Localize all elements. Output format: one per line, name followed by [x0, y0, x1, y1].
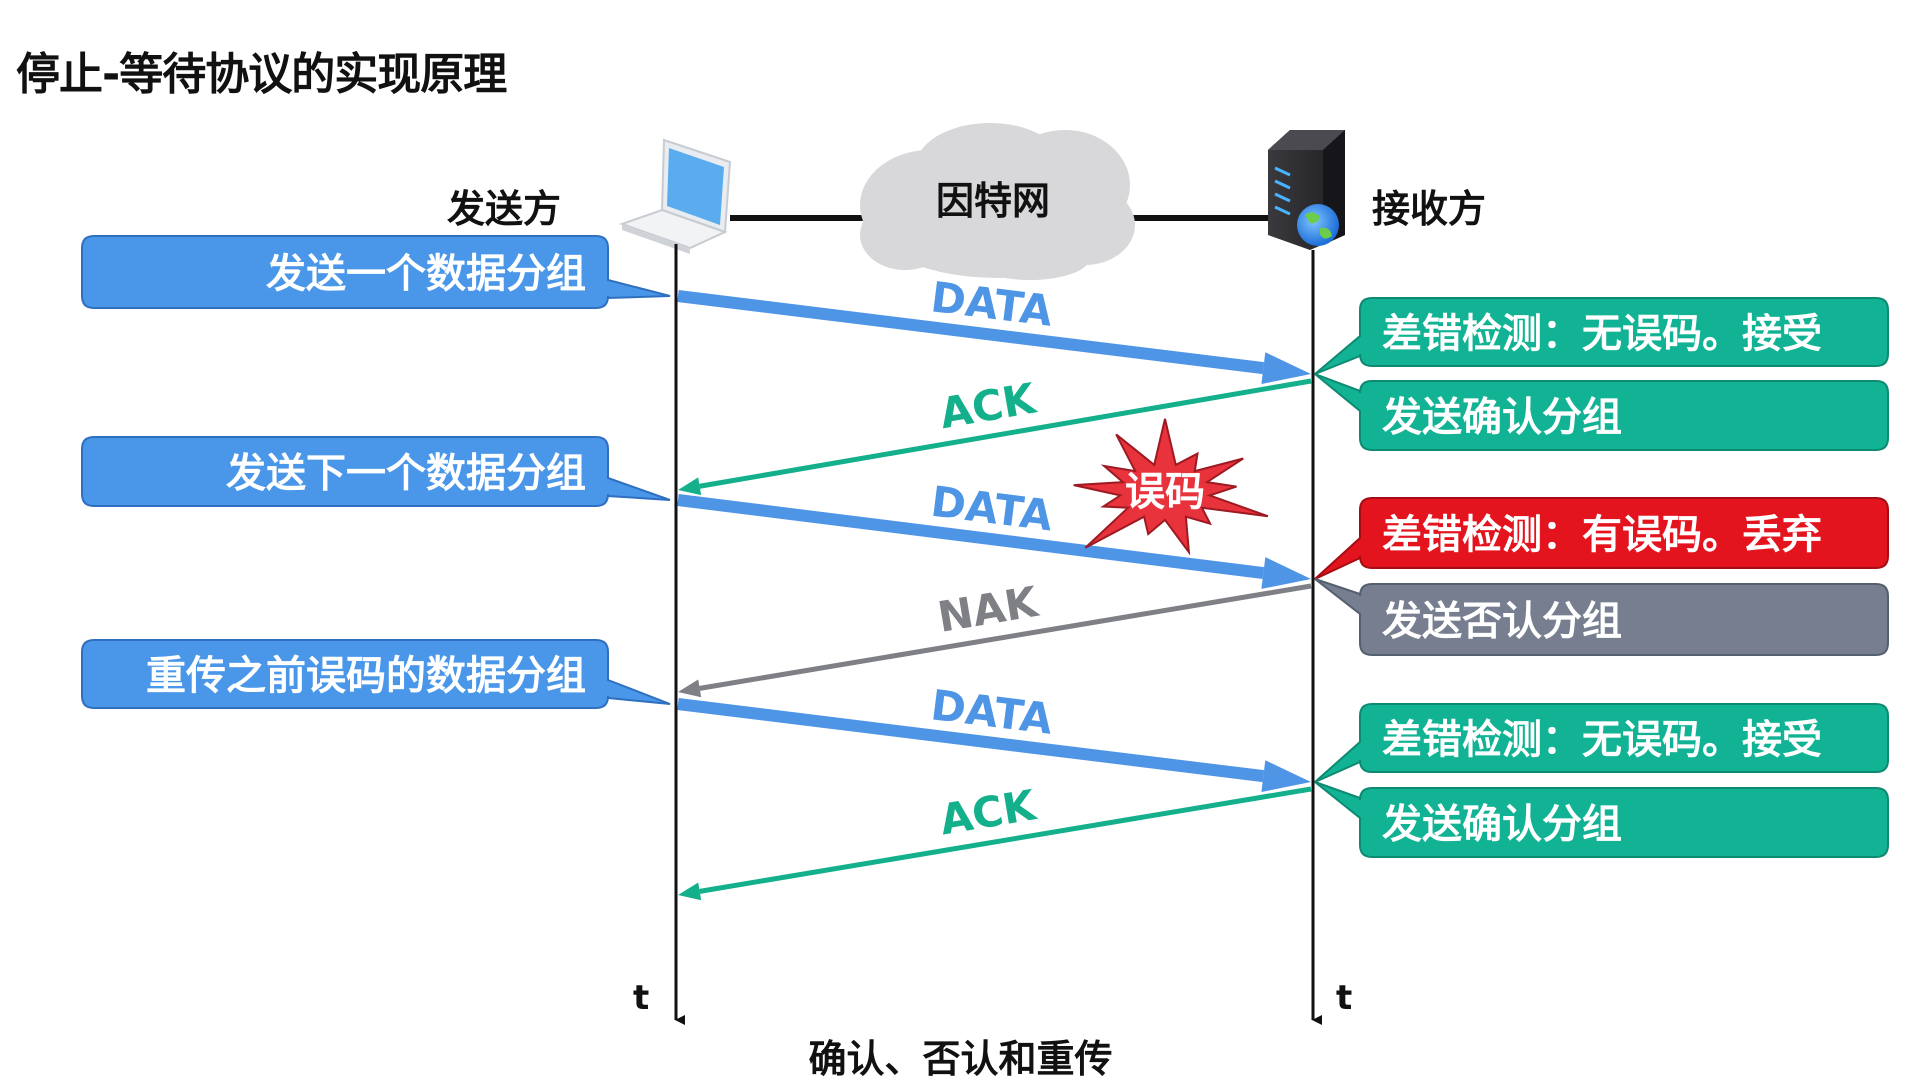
receiver-note-bubble [1314, 497, 1889, 580]
sender-note-text: 发送下一个数据分组 [226, 451, 586, 497]
globe-icon [1297, 204, 1339, 246]
server-icon [1268, 130, 1345, 250]
receiver-note-text: 差错检测：有误码。丢弃 [1382, 512, 1822, 558]
cloud-icon: 因特网 [860, 123, 1135, 280]
message-arrowhead [1261, 557, 1311, 589]
message-line [699, 786, 1312, 894]
error-burst-label: 误码 [1125, 469, 1205, 515]
receiver-note: 差错检测：无误码。接受 [1314, 297, 1889, 375]
receiver-note-text: 差错检测：无误码。接受 [1382, 717, 1822, 763]
receiver-note-text: 发送确认分组 [1382, 802, 1622, 848]
message-data: DATA [677, 272, 1311, 385]
message-line [699, 583, 1312, 691]
message-data: DATA [677, 680, 1311, 793]
message-line [677, 290, 1265, 375]
receiver-time-axis-label: t [1336, 978, 1353, 1018]
receiver-note-bubble [1314, 297, 1889, 375]
sender-time-axis-label: t [633, 978, 650, 1018]
message-arrowhead [678, 477, 702, 496]
sender-label: 发送方 [447, 187, 562, 231]
message-arrowhead [678, 882, 702, 901]
receiver-note-bubble [1314, 781, 1889, 858]
sender-note: 重传之前误码的数据分组 [81, 639, 671, 709]
message-arrowhead [1261, 760, 1311, 793]
receiver-note-text: 差错检测：无误码。接受 [1382, 311, 1822, 357]
sender-note-text: 发送一个数据分组 [266, 251, 586, 297]
laptop-icon [618, 138, 732, 254]
network-label: 因特网 [936, 179, 1050, 223]
receiver-note: 发送确认分组 [1314, 781, 1889, 858]
receiver-label: 接收方 [1372, 187, 1487, 231]
sender-note-text: 重传之前误码的数据分组 [146, 653, 586, 699]
page-title: 停止-等待协议的实现原理 [16, 49, 507, 100]
receiver-note: 发送否认分组 [1314, 578, 1889, 656]
sender-note: 发送一个数据分组 [81, 235, 671, 309]
message-line [699, 378, 1312, 489]
message-arrowhead [678, 679, 702, 698]
receiver-note-bubble [1314, 373, 1889, 451]
receiver-note: 差错检测：有误码。丢弃 [1314, 497, 1889, 580]
message-line [677, 494, 1265, 580]
error-burst-shape [1073, 418, 1269, 556]
message-arrowhead [1261, 352, 1311, 385]
sender-note-bubble [81, 436, 671, 507]
sender-note: 发送下一个数据分组 [81, 436, 671, 507]
message-ack: ACK [678, 780, 1312, 901]
sender-note-bubble [81, 639, 671, 709]
receiver-note-bubble [1314, 703, 1889, 783]
error-burst: 误码 [1073, 418, 1269, 556]
receiver-note-text: 发送否认分组 [1382, 599, 1622, 645]
message-line [677, 698, 1265, 783]
receiver-note: 差错检测：无误码。接受 [1314, 703, 1889, 783]
message-nak: NAK [678, 577, 1312, 698]
diagram-caption: 确认、否认和重传 [808, 1037, 1113, 1081]
sender-note-bubble [81, 235, 671, 309]
receiver-note-bubble [1314, 578, 1889, 656]
receiver-note-text: 发送确认分组 [1382, 395, 1622, 441]
receiver-note: 发送确认分组 [1314, 373, 1889, 451]
